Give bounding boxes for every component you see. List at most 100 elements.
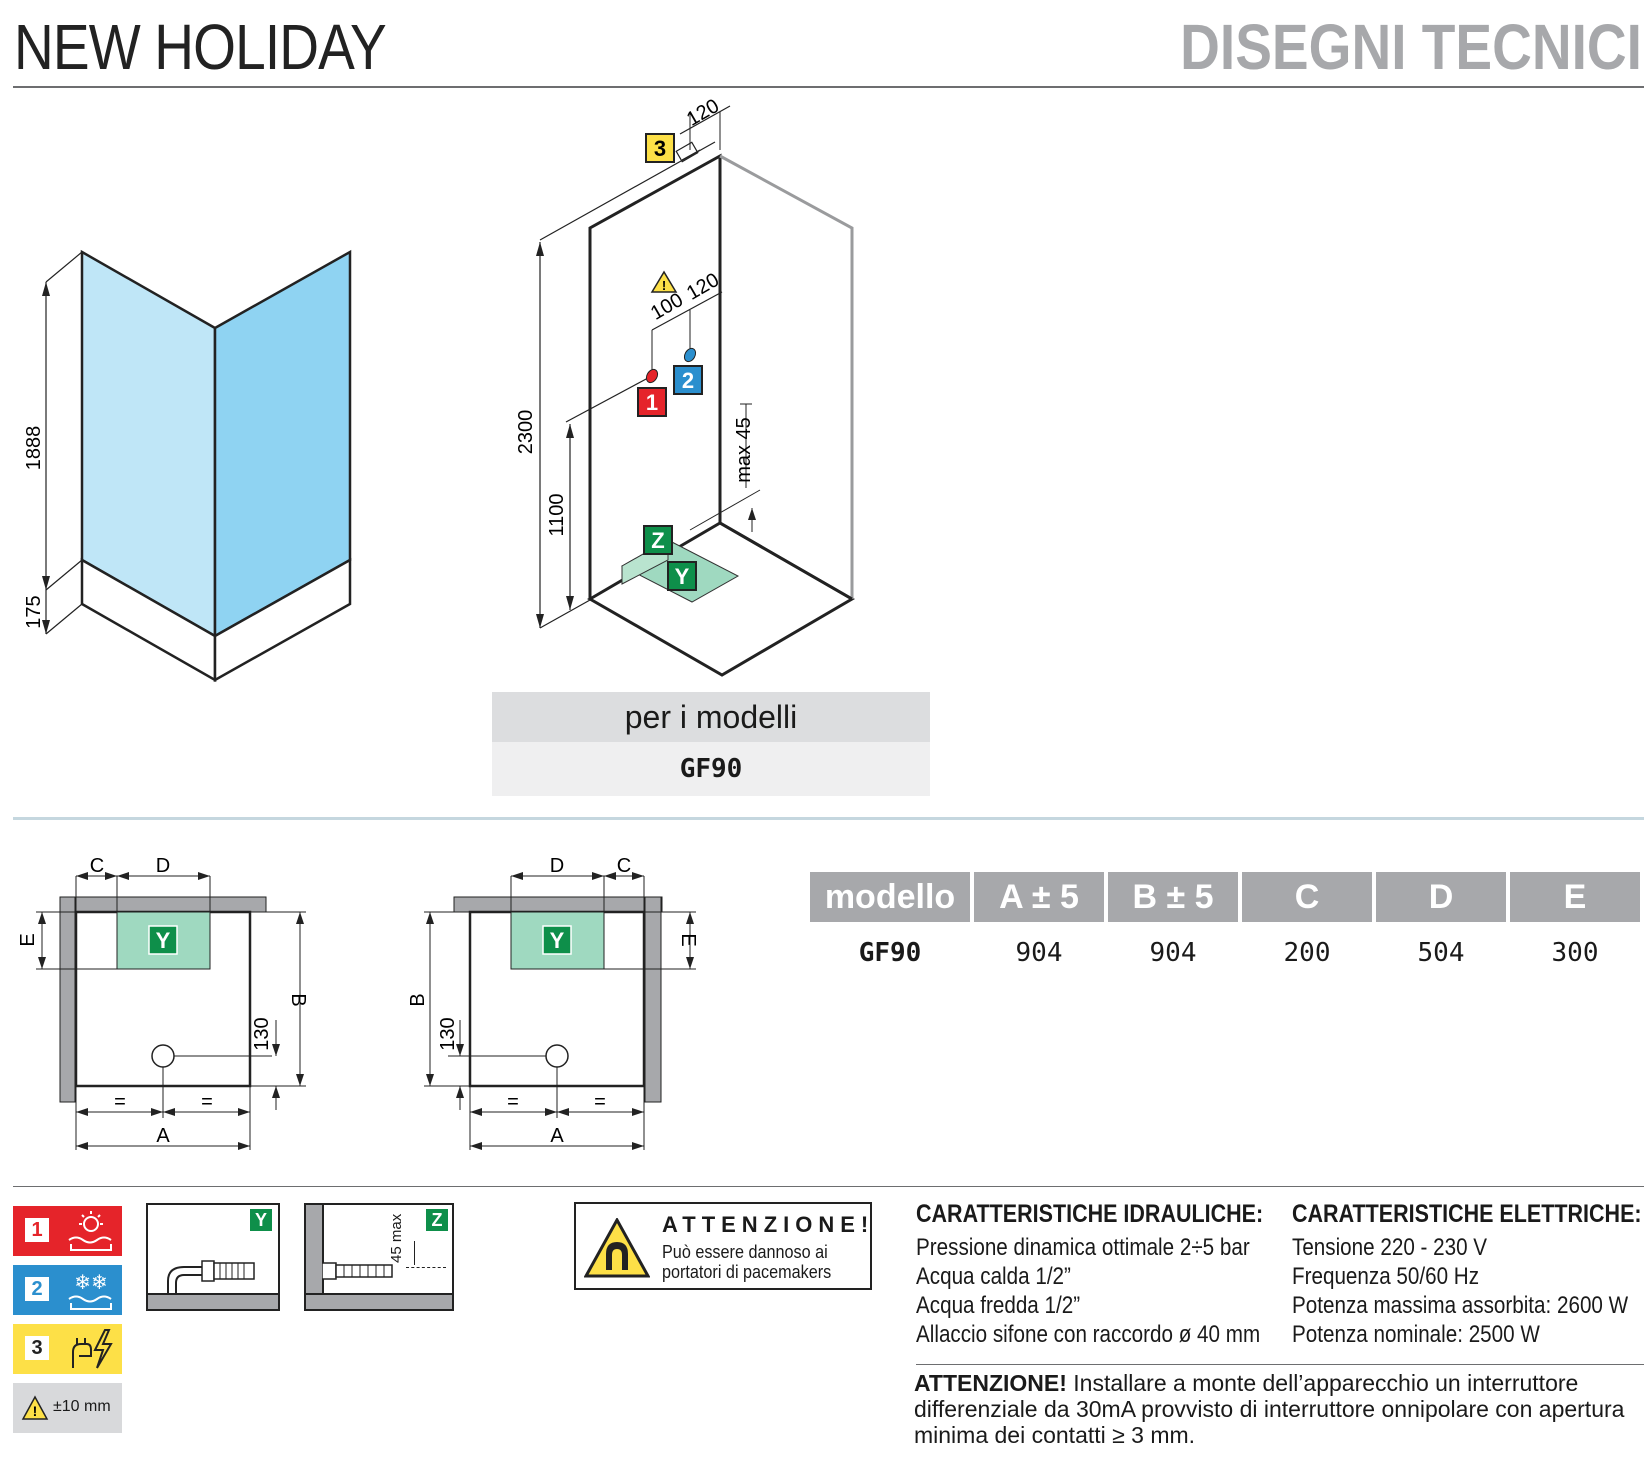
bottom-divider — [13, 1186, 1644, 1187]
dim-inlet-120: 120 — [683, 269, 723, 305]
hot-inlet-icon — [645, 368, 659, 384]
svg-text:3: 3 — [654, 136, 666, 161]
svg-text:A: A — [550, 1125, 564, 1147]
hydraulic-line: Acqua calda 1/2” — [916, 1263, 1071, 1290]
electric-line: Tensione 220 - 230 V — [1292, 1234, 1488, 1261]
pacemaker-warning: ATTENZIONE! Può essere dannoso ai portat… — [574, 1202, 872, 1290]
svg-text:C: C — [90, 855, 104, 877]
dim-max-45: max 45 — [733, 417, 755, 483]
glass-enclosure-drawing: 1888 175 — [23, 249, 352, 683]
section-divider — [13, 817, 1644, 820]
svg-text:2: 2 — [682, 368, 694, 393]
legend-tolerance: ! ±10 mm — [13, 1383, 122, 1433]
svg-text:130: 130 — [251, 1017, 273, 1050]
product-title: NEW HOLIDAY — [14, 11, 387, 83]
drain-hole-right — [545, 1044, 569, 1068]
cell-model: GF90 — [858, 938, 922, 968]
cell-c: 200 — [1283, 938, 1331, 968]
col-d: D — [1376, 872, 1506, 922]
col-e: E — [1510, 872, 1640, 922]
dim-inlet-100: 100 — [647, 289, 687, 325]
tolerance-text: ±10 mm — [53, 1398, 111, 1415]
cell-a: 904 — [1015, 938, 1063, 968]
note-label: ATTENZIONE! — [914, 1370, 1067, 1396]
side-wall — [719, 154, 854, 599]
z-max-label: 45 max — [388, 1213, 405, 1263]
dim-top-120: 120 — [683, 95, 723, 131]
svg-text:D: D — [156, 855, 170, 877]
svg-text:A: A — [156, 1125, 170, 1147]
svg-text:C: C — [617, 855, 631, 877]
shower-tray — [587, 521, 855, 677]
col-b: B ± 5 — [1108, 872, 1238, 922]
right-base — [213, 557, 352, 683]
warning-line1: Può essere dannoso ai — [662, 1242, 828, 1262]
dim-1888: 1888 — [23, 426, 45, 471]
drain-detail-z: Z 45 max — [304, 1203, 454, 1311]
note-text: Installare a monte dell’apparecchio un i… — [914, 1370, 1625, 1448]
svg-text:=: = — [507, 1091, 519, 1113]
svg-text:=: = — [114, 1091, 126, 1113]
warning-title: ATTENZIONE! — [662, 1212, 875, 1237]
col-modello: modello — [810, 872, 970, 922]
svg-text:1: 1 — [646, 390, 658, 415]
drain-hole-left — [151, 1044, 175, 1068]
magnet-warning-icon — [584, 1218, 650, 1278]
svg-text:Y: Y — [156, 928, 171, 953]
label-drain-z — [643, 525, 673, 555]
legend-cold: 2 ❄❄ — [13, 1265, 122, 1315]
col-c: C — [1242, 872, 1372, 922]
warning-line2: portatori di pacemakers — [662, 1262, 832, 1282]
electric-line: Potenza nominale: 2500 W — [1292, 1321, 1540, 1348]
cell-d: 504 — [1417, 938, 1465, 968]
warning-triangle-icon: ! — [21, 1395, 49, 1420]
electric-line: Frequenza 50/60 Hz — [1292, 1263, 1480, 1290]
svg-text:!: ! — [662, 278, 666, 293]
legend-hot: 1 — [13, 1206, 122, 1256]
models-header: per i modelli — [492, 692, 930, 742]
electric-plug-icon — [72, 1329, 113, 1369]
back-wall — [588, 153, 722, 599]
hot-water-icon — [68, 1211, 112, 1251]
cell-e: 300 — [1551, 938, 1599, 968]
svg-text:E: E — [17, 933, 39, 946]
drain-detail-y: Y — [146, 1203, 280, 1311]
hydraulic-title: CARATTERISTICHE IDRAULICHE: — [916, 1200, 1264, 1228]
power-outlet-icon — [675, 141, 699, 163]
models-name: GF90 — [492, 742, 930, 796]
floor-plan-right: Y D C E B 130 = = A — [407, 855, 699, 1150]
svg-text:Y: Y — [550, 928, 565, 953]
svg-text:Z: Z — [651, 528, 664, 553]
cell-b: 904 — [1149, 938, 1197, 968]
note-divider — [916, 1364, 1644, 1365]
dim-175: 175 — [23, 595, 45, 628]
tolerance-warning-icon — [650, 270, 678, 293]
svg-text:❄❄: ❄❄ — [74, 1272, 108, 1294]
dim-1100: 1100 — [546, 493, 568, 536]
label-cold-2 — [673, 365, 703, 395]
svg-text:Y: Y — [675, 564, 690, 589]
section-title: DISEGNI TECNICI — [1180, 11, 1642, 83]
svg-text:!: ! — [33, 1403, 38, 1419]
siphon-pipe-icon — [167, 1260, 255, 1295]
hydraulic-specs: CARATTERISTICHE IDRAULICHE: Pressione di… — [916, 1200, 1320, 1349]
col-a: A ± 5 — [974, 872, 1104, 922]
footer-note: ATTENZIONE! Installare a monte dell’appa… — [914, 1370, 1650, 1448]
hydraulic-line: Pressione dinamica ottimale 2÷5 bar — [916, 1234, 1250, 1261]
label-drain-y — [667, 561, 697, 591]
svg-text:D: D — [550, 855, 564, 877]
electric-line: Potenza massima assorbita: 2600 W — [1292, 1292, 1629, 1319]
electric-specs: CARATTERISTICHE ELETTRICHE: Tensione 220… — [1292, 1200, 1650, 1349]
floor-plan-left: Y C D E B 130 = = A — [17, 855, 309, 1150]
header-divider — [13, 86, 1644, 88]
svg-text:B: B — [407, 993, 429, 1006]
table-row: GF90 904 904 200 504 300 — [810, 922, 1640, 984]
svg-text:=: = — [201, 1091, 213, 1113]
cold-water-icon: ❄❄ — [68, 1272, 112, 1310]
cold-inlet-icon — [683, 347, 697, 363]
svg-text:B: B — [287, 993, 309, 1006]
dimensions-table: modello A ± 5 B ± 5 C D E GF90 904 904 2… — [806, 872, 1644, 984]
hydraulic-line: Acqua fredda 1/2” — [916, 1292, 1081, 1319]
label-hot-1 — [637, 387, 667, 417]
svg-text:E: E — [677, 933, 699, 946]
